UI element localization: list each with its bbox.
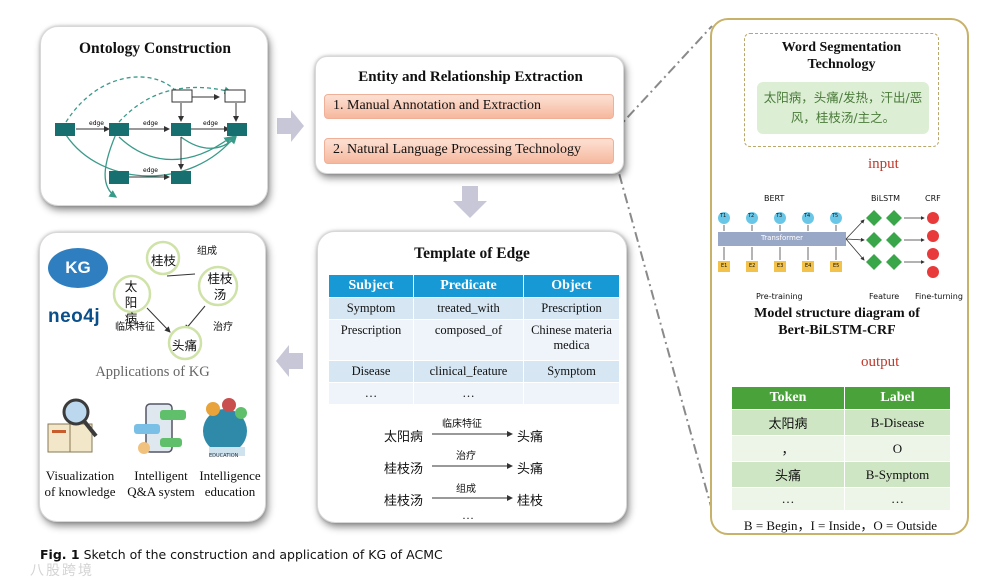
neo4j-logo: neo4j xyxy=(48,306,101,327)
template-title: Template of Edge xyxy=(414,245,530,262)
e-label: E1 xyxy=(721,263,728,269)
figure-label: Fig. 1 xyxy=(40,547,80,562)
watermark: 八股跨境 xyxy=(30,563,94,579)
table-row: …… xyxy=(731,487,951,511)
left-arrow xyxy=(276,345,303,377)
chat-phone-icon xyxy=(134,403,186,454)
graph-edge-label: 治疗 xyxy=(213,322,233,333)
transformer-label: Transformer xyxy=(761,234,804,242)
svg-text:edge: edge xyxy=(143,167,158,174)
ontology-graph: edge edge edge edge xyxy=(55,76,247,198)
extraction-title: Entity and Relationship Extraction xyxy=(358,69,583,85)
down-arrow xyxy=(453,186,487,218)
triple-object: 桂枝 xyxy=(517,494,544,509)
education-tag: EDUCATION xyxy=(209,453,239,459)
header-subject: Subject xyxy=(328,274,414,298)
header-label: Label xyxy=(844,386,951,410)
bio-legend: B = Begin，I = Inside，O = Outside xyxy=(743,518,938,533)
app-label-qa: Intelligent Q&A system xyxy=(127,468,195,499)
e-label: E5 xyxy=(833,263,840,269)
triple-subject: 桂枝汤 xyxy=(384,494,424,509)
graph-edge-label: 组成 xyxy=(197,246,217,257)
output-label: output xyxy=(861,354,900,370)
word-seg-text: 太阳病，头痛/发热，汗出/恶风，桂枝汤/主之。 xyxy=(757,82,929,134)
kg-mini-graph xyxy=(112,240,239,361)
education-icon xyxy=(203,398,247,456)
triple-relation: 临床特征 xyxy=(442,419,482,430)
svg-text:edge: edge xyxy=(143,120,158,127)
right-arrow xyxy=(277,110,304,142)
app-label-education: Intelligence education xyxy=(199,468,261,499)
triple-relation: 组成 xyxy=(456,484,476,495)
svg-text:edge: edge xyxy=(89,120,104,127)
bert-label: BERT xyxy=(764,194,785,203)
triples-more: … xyxy=(462,508,474,522)
t-label: T4 xyxy=(804,213,811,219)
header-token: Token xyxy=(731,386,845,410)
crf-label: CRF xyxy=(925,194,941,203)
e-label: E2 xyxy=(749,263,756,269)
graph-node: 桂枝汤 xyxy=(207,271,233,302)
graph-node: 桂枝 xyxy=(151,253,177,268)
t-label: T5 xyxy=(832,213,839,219)
app-label-visualization: Visualization of knowledge xyxy=(44,468,116,499)
e-label: E4 xyxy=(805,263,812,269)
ontology-title: Ontology Construction xyxy=(79,40,231,57)
kg-badge: KG xyxy=(48,248,108,288)
svg-text:edge: edge xyxy=(203,120,218,127)
table-row: …… xyxy=(328,382,620,405)
header-object: Object xyxy=(523,274,620,298)
method-nlp: 2. Natural Language Processing Technolog… xyxy=(324,138,614,164)
figure-caption-text: Sketch of the construction and applicati… xyxy=(83,547,443,562)
bilstm-label: BiLSTM xyxy=(871,194,901,203)
e-label: E3 xyxy=(777,263,784,269)
t-label: T2 xyxy=(748,213,755,219)
stage-label: Fine-turning xyxy=(915,292,963,301)
graph-edge-label: 临床特征 xyxy=(115,322,155,333)
magnifier-book-icon xyxy=(47,398,98,453)
triple-object: 头痛 xyxy=(517,462,544,477)
triple-arrows xyxy=(432,431,513,501)
graph-node: 太阳病 xyxy=(124,279,138,326)
applications-title: Applications of KG xyxy=(95,364,210,380)
triple-subject: 太阳病 xyxy=(384,430,424,445)
ontology-panel: Ontology Construction edge edge edge edg… xyxy=(40,26,268,206)
word-seg-title: Word Segmentation Technology xyxy=(781,40,902,72)
t-label: T3 xyxy=(776,213,783,219)
graph-node: 头痛 xyxy=(172,338,198,353)
stage-label: Feature xyxy=(869,292,900,301)
input-label: input xyxy=(868,156,899,172)
header-predicate: Predicate xyxy=(413,274,524,298)
triple-relation: 治疗 xyxy=(456,451,476,462)
word-seg-box xyxy=(744,33,939,147)
triple-subject: 桂枝汤 xyxy=(384,462,424,477)
stage-label: Pre-training xyxy=(756,292,803,301)
t-label: T1 xyxy=(720,213,727,219)
model-caption: Model structure diagram of Bert-BiLSTM-C… xyxy=(754,306,920,338)
triple-object: 头痛 xyxy=(517,430,544,445)
method-manual: 1. Manual Annotation and Extraction xyxy=(324,94,614,119)
figure-caption: Fig. 1 Sketch of the construction and ap… xyxy=(40,547,443,562)
bert-bilstm-crf-diagram xyxy=(718,210,939,278)
table-row: ，O xyxy=(731,435,951,462)
